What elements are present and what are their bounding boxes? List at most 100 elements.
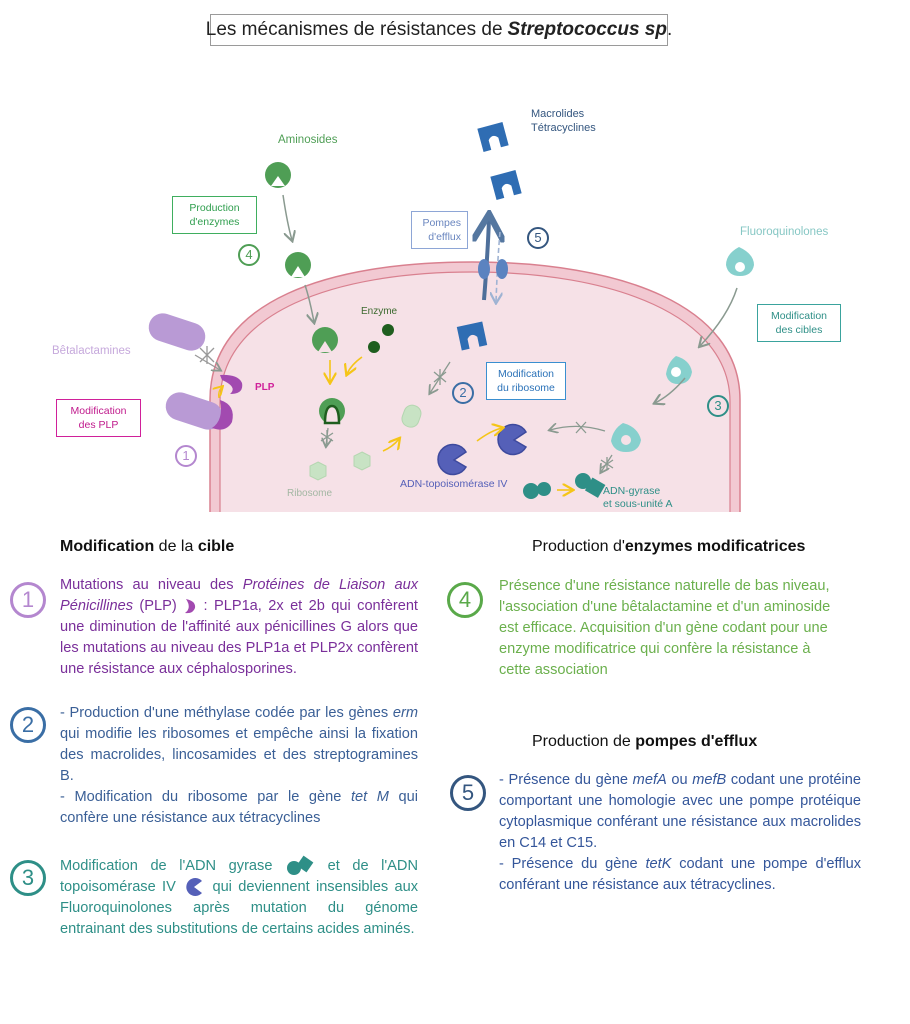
item-4-number: 4 [447,582,483,618]
macrolide-molecule-inside [456,321,488,351]
fluoroquinolone-molecule-outside [726,247,754,276]
box-production-enzymes-l2: d'enzymes [189,216,240,228]
aminoside-molecule-entering [285,252,311,278]
box-modification-cibles-l2: des cibles [775,324,823,336]
title-prefix: Les mécanismes de résistances de [205,19,503,40]
marker-2: 2 [452,382,474,404]
topoisomerase-icon [186,878,203,897]
heading-efflux-plain: Production de [532,733,636,750]
efflux-pump-left [478,259,490,279]
box-production-enzymes-l1: Production [189,202,240,214]
macrolide-molecule-1 [477,122,509,152]
enzyme-dot-2 [368,341,380,353]
gyrase-native [523,482,551,499]
title-suffix: . [666,19,673,40]
item-5-a3: ou [666,772,693,788]
heading-enzymes-plain: Production d' [532,538,625,555]
item-2-number: 2 [10,707,46,743]
ribosome-shape-3 [401,404,422,428]
item-5-number: 5 [450,775,486,811]
box-modification-plp-l1: Modification [70,405,127,417]
resistance-diagram: Aminosides Macrolides Tétracyclines Fluo… [0,60,910,520]
modified-aminoside [319,398,345,425]
label-betalactamines: Bêtalactamines [52,345,131,357]
betalactamine-pill-bound [165,392,223,430]
heading-enzymes-bold: enzymes modificatrices [624,538,806,555]
label-tetracyclines-text: Tétracyclines [531,122,596,134]
marker-1: 1 [175,445,197,467]
item-3-t2: et de l'ADN topoisomérase IV [60,857,418,895]
item-5-para-b: - Présence du gène tetK codant une pompe… [499,854,861,896]
arrow-aminoside-cross [304,284,314,322]
blocked-arrow-betalactamine [194,346,220,370]
label-gyrase-line2: et sous-unité A [603,498,673,510]
box-pompes-efflux-l1: Pompes [422,217,461,229]
heading-cible-bold2: cible [197,538,235,555]
diagram-canvas [148,122,754,512]
arrow-aminoside-in [282,194,292,240]
label-gyrase: ADN-gyrase et sous-unité A [603,485,672,511]
box-modification-ribosome-l1: Modification [497,368,555,380]
aminoside-molecule-outside [265,162,291,188]
item-5-a1: - Présence du gène [499,772,633,788]
heading-enzymes: Production d'enzymes modificatrices [532,538,805,556]
plp-protein-free [220,374,243,394]
label-ribosome: Ribosome [287,488,333,499]
plp-crescent-icon [185,599,196,614]
item-5-a2: mefA [632,772,667,788]
label-aminosides: Aminosides [278,134,338,146]
arrow-fluoroquinolone-cross [655,377,686,403]
arrow-fluoroquinolone-in [700,287,738,346]
item-1-t2: Protéines de Liaison aux Pénicillines [60,577,418,614]
label-macrolides: Macrolides Tétracyclines [531,107,596,135]
item-5-b3: codant une pompe d'efflux conférant une … [499,856,861,893]
arrow-enzyme-yellow [347,356,363,374]
blocked-arrow-gyrase [601,454,614,472]
heading-modification-cible: Modification de la cible [60,538,234,556]
box-modification-ribosome: Modification du ribosome [486,362,566,400]
label-plp: PLP [255,382,275,393]
item-1-number: 1 [10,582,46,618]
box-modification-plp-l2: des PLP [78,419,119,431]
item-3-t1: Modification de l'ADN gyrase [60,857,286,874]
item-2-text: - Production d'une méthylase codée par l… [60,703,418,829]
item-3-number: 3 [10,860,46,896]
item-5-para-a: - Présence du gène mefA ou mefB codant u… [499,770,861,854]
label-fluoroquinolones: Fluoroquinolones [740,226,829,238]
item-5-a5: codant une protéine comportant une homol… [499,772,862,851]
item-5-a4: mefB [692,772,727,788]
marker-5: 5 [527,227,549,249]
efflux-pump-right [496,259,508,279]
item-2-b1: - Modification du ribosome par le gène [60,789,351,805]
macrolide-molecule-2 [490,170,522,200]
blocked-arrow-topoisomerase [550,421,606,433]
item-3-t3: qui deviennent insensibles aux Fluoroqui… [60,879,418,937]
topoisomerase-native [437,443,468,476]
item-1-t3: (PLP) [133,598,184,614]
heading-efflux: Production de pompes d'efflux [532,733,757,751]
ribosome-shape-2 [353,451,371,471]
label-gyrase-line1: ADN-gyrase [603,485,661,497]
betalactamine-pill-outside [148,313,206,351]
fluoroquinolone-molecule-inside [611,423,641,452]
item-2-a1: - Production d'une méthylase codée par l… [60,705,393,721]
cell-interior [219,271,731,512]
item-2-b2: tet M [350,789,389,805]
title-box: Les mécanismes de résistances de Strepto… [206,14,672,46]
item-1-t1: Mutations au niveau des [60,577,243,593]
item-1-t4: : PLP1a, 2x et 2b qui confèrent une dimi… [60,598,418,677]
gyrase-icon [287,855,314,875]
blocked-arrow-aminoside [320,427,334,446]
aminoside-molecule-inside [312,327,338,353]
bacterial-cell [209,261,741,512]
item-4-text: Présence d'une résistance naturelle de b… [499,578,831,678]
blocked-arrow-macrolide [430,361,451,393]
box-modification-cibles-l1: Modification [770,310,828,322]
arrow-topoisomerase-yellow [476,428,502,442]
marker-4: 4 [238,244,260,266]
item-5-text: - Présence du gène mefA ou mefB codant u… [499,770,861,896]
item-2-para-a: - Production d'une méthylase codée par l… [60,703,418,787]
box-modification-plp: Modification des PLP [56,399,141,437]
item-2-a3: qui modifie les ribosomes et empêche ain… [60,726,418,784]
box-modification-cibles: Modification des cibles [757,304,841,342]
